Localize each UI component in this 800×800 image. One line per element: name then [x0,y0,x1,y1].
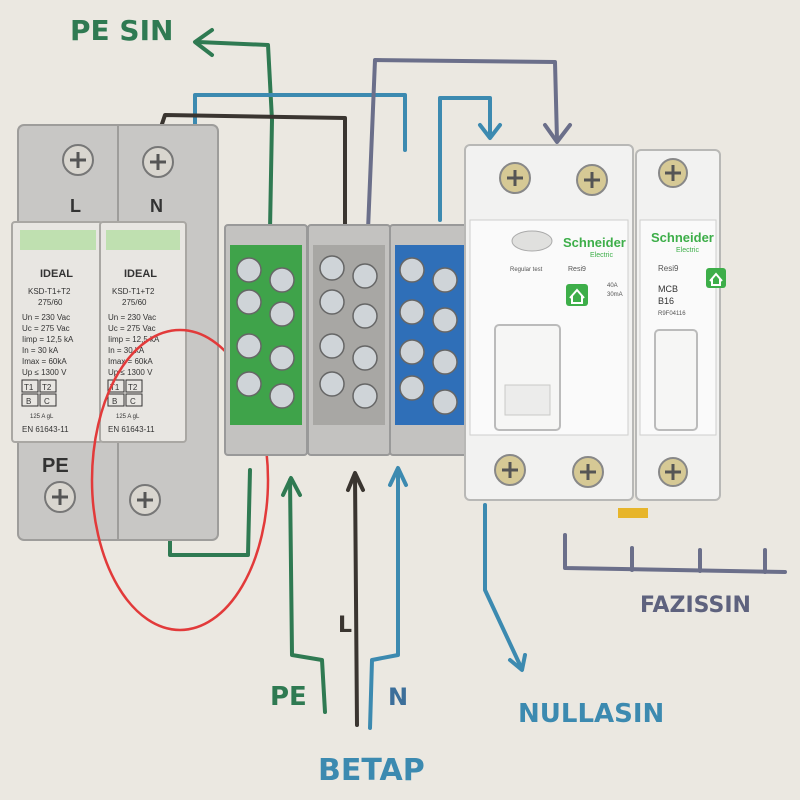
wire-grey-top [366,58,559,232]
label-l: L [338,613,352,638]
label-nullasin: NULLASIN [518,699,664,729]
spd-t2: T2 [42,383,52,392]
spd-spec: Imax = 60kA [108,357,153,366]
wire-dark-top [158,113,347,227]
mcb-brand: Schneider [651,230,714,245]
spd-standard: EN 61643-11 [22,425,69,434]
spd-spec: Uc = 275 Vac [22,324,70,333]
label-pe: PE [270,682,307,712]
spd-l-label: L [70,196,81,216]
spd-spec: Iimp = 12,5 kA [108,335,160,344]
rcd-brand-sub: Electric [590,252,613,259]
spd-c: C [130,397,136,406]
spd-fuse: 125 A gL [30,414,54,420]
spd-cartridge-l[interactable]: IDEAL KSD-T1+T2 275/60 Un = 230 Vac Uc =… [11,221,103,443]
spd-brand: IDEAL [124,268,157,280]
din-clip [618,508,648,518]
spd-spec: Up ≤ 1300 V [108,368,153,377]
annotation-circle [90,328,270,632]
mcb-toggle-lever[interactable] [654,329,698,431]
wire-pe-up [196,40,274,232]
mcb-rating: B16 [658,296,674,306]
spd-t1: T1 [110,383,120,392]
label-fazissin: FAZISSIN [640,593,751,618]
mcb-device: Schneider Electric Resi9 MCB B16 R9F0411… [618,149,726,518]
spd-spec: In = 30 kA [22,346,59,355]
terminal-block-grey [307,224,391,456]
spd-standard: EN 61643-11 [108,425,155,434]
wire-l-in [353,473,359,727]
spd-spec: In = 30 kA [108,346,145,355]
wires-top [158,28,572,232]
spd-fuse: 125 A gL [116,414,140,420]
wire-pe-in-arrow [281,476,302,497]
wire-blue-arrow [478,123,502,140]
spd-spec: Uc = 275 Vac [108,324,156,333]
wire-pe-arrow [193,28,214,57]
spd-t1: T1 [24,383,34,392]
spd-spec: Up ≤ 1300 V [22,368,67,377]
spd-spec: Iimp = 12,5 kA [22,335,74,344]
spd-cartridge-n[interactable]: IDEAL KSD-T1+T2 275/60 Un = 230 Vac Uc =… [99,221,187,443]
wire-n-in-arrow [388,466,408,487]
spd-pe-label: PE [42,455,69,477]
wires-bottom [168,466,787,730]
mcb-series: Resi9 [658,264,679,273]
spd-model: KSD-T1+T2 [28,287,71,296]
test-button[interactable] [511,230,553,252]
wire-pe-spd [168,468,252,557]
spd-c: C [44,397,50,406]
wire-n-in [368,468,400,730]
mcb-code: R9F04116 [658,311,686,317]
mcb-brand-sub: Electric [676,247,699,254]
label-n: N [388,683,408,711]
rcd-test-label: Regular test [510,267,543,273]
rcd-brand: Schneider [563,235,626,250]
terminal-block-green [224,224,308,456]
rcd-series: Resi9 [568,266,586,273]
surge-protector: L N IDEAL KSD-T1+T2 275/60 Un = 230 Vac … [11,124,219,541]
label-pe-sin: PE SIN [70,14,173,47]
spd-brand: IDEAL [40,268,73,280]
spd-t2: T2 [128,383,138,392]
terminal-block-blue [389,224,471,456]
wire-grey-arrow [543,123,572,144]
rcd-device: Schneider Electric Regular test Resi9 40… [464,144,634,501]
wire-pe-in [288,478,327,714]
spd-rating: 275/60 [38,298,63,307]
spd-spec: Un = 230 Vac [108,313,156,322]
spd-b: B [26,397,31,406]
spd-rating: 275/60 [122,298,147,307]
spd-b: B [112,397,117,406]
wire-l-in-arrow [346,471,365,492]
wire-null-arrow [508,653,527,672]
spd-spec: Imax = 60kA [22,357,67,366]
spd-n-label: N [150,196,163,216]
label-betap: BETAP [318,753,425,788]
rcd-spec: 40A [607,283,618,289]
spd-spec: Un = 230 Vac [22,313,70,322]
spd-model: KSD-T1+T2 [112,287,155,296]
wire-phase-rail [563,533,787,574]
wire-blue-top-2 [438,96,492,222]
rcd-spec: 30mA [607,292,623,298]
mcb-type: MCB [658,284,678,294]
wire-null [483,503,522,667]
